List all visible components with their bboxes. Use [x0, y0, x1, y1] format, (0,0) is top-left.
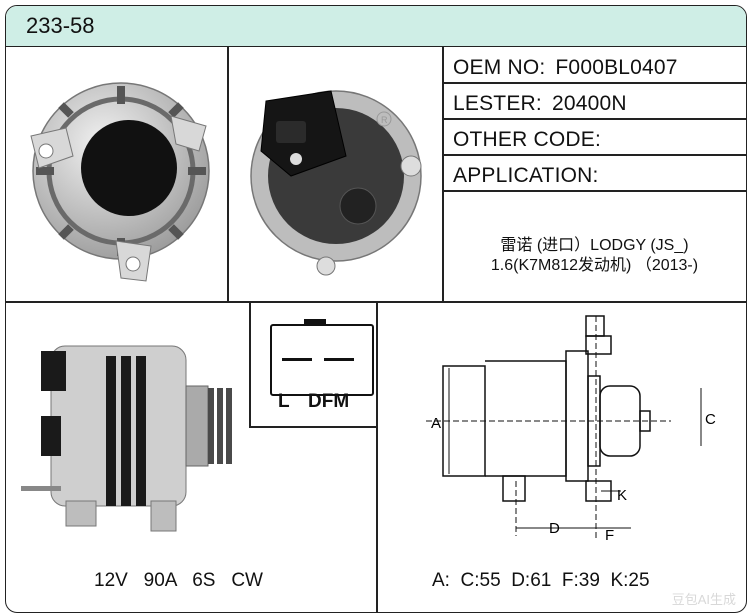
- application-row: APPLICATION:: [453, 164, 609, 188]
- electrical-specs: 12V 90A 6S CW: [94, 570, 263, 591]
- dim-label-f: F: [605, 527, 614, 544]
- header-bar: 233-58: [6, 6, 746, 47]
- connector-tab: [304, 319, 326, 325]
- oem-row: OEM NO: F000BL0407: [453, 56, 678, 80]
- application-line-2: 1.6(K7M812发动机) （2013-): [490, 257, 699, 274]
- connector-label-dfm: DFM: [308, 391, 350, 412]
- lester-value: 20400N: [551, 92, 627, 115]
- connector-pin: [282, 358, 312, 361]
- divider: [442, 190, 746, 192]
- oem-label: OEM NO:: [453, 56, 546, 79]
- watermark: 豆包AI生成: [671, 592, 736, 607]
- alternator-side-image: [21, 345, 232, 532]
- divider: [442, 82, 746, 84]
- alternator-rear-image: R: [250, 90, 422, 276]
- application-line-1: 雷诺 (进口）LODGY (JS_): [500, 237, 689, 254]
- divider: [227, 46, 229, 302]
- lester-row: LESTER: 20400N: [453, 92, 627, 116]
- alternator-front-image: [30, 82, 210, 282]
- divider: [249, 301, 251, 427]
- other-code-label: OTHER CODE:: [453, 128, 602, 151]
- divider: [442, 118, 746, 120]
- part-number: 233-58: [26, 13, 95, 38]
- dim-label-c: C: [705, 411, 716, 428]
- dim-label-k: K: [617, 487, 627, 504]
- divider: [442, 154, 746, 156]
- dim-label-a: A: [431, 415, 441, 432]
- product-sheet: 233-58 OEM NO: F000BL0407 LESTER: 20400N O…: [5, 5, 747, 613]
- divider: [442, 46, 444, 302]
- connector-label-l: L: [278, 391, 290, 412]
- dimension-drawing: A C D F K: [426, 315, 716, 544]
- svg-text:R: R: [381, 115, 388, 125]
- dim-label-d: D: [549, 520, 560, 537]
- dimension-specs: A: C:55 D:61 F:39 K:25: [432, 570, 650, 591]
- divider: [376, 301, 378, 612]
- application-label: APPLICATION:: [453, 164, 599, 187]
- lester-label: LESTER:: [453, 92, 542, 115]
- other-code-row: OTHER CODE:: [453, 128, 611, 152]
- divider: [249, 426, 377, 428]
- oem-value: F000BL0407: [555, 56, 678, 79]
- connector-plug-icon: [270, 324, 374, 396]
- connector-pin: [324, 358, 354, 361]
